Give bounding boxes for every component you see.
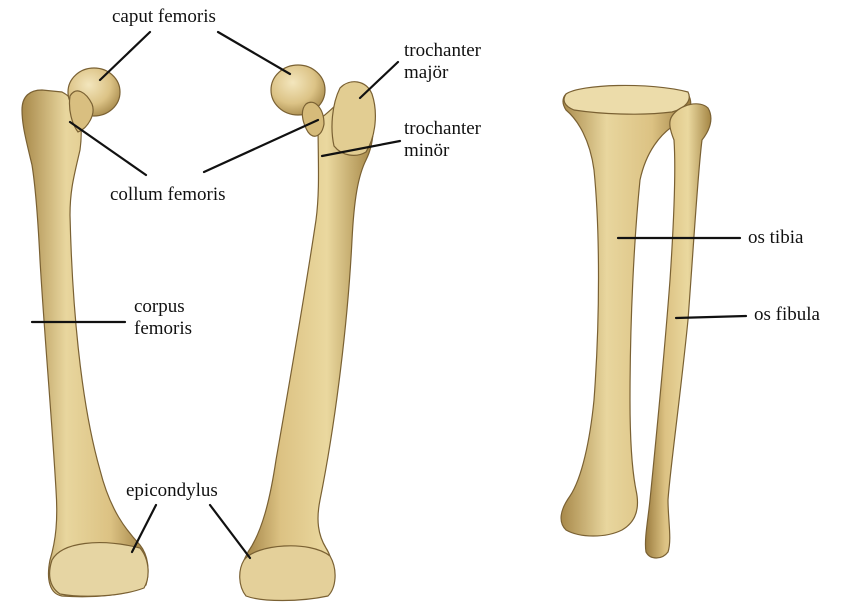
right-femur-neck <box>302 102 324 136</box>
label-trochanter-minor-line2: minör <box>404 140 481 162</box>
label-corpus-femoris-line1: corpus <box>134 296 192 318</box>
leader-epicondylus-left <box>132 505 156 552</box>
right-femur-shaft <box>241 88 373 598</box>
leader-collum-left <box>70 122 146 175</box>
label-trochanter-major-line2: majör <box>404 62 481 84</box>
leader-caput-left <box>100 32 150 80</box>
label-caput-femoris: caput femoris <box>112 6 216 28</box>
label-trochanter-major-line1: trochanter <box>404 40 481 62</box>
label-trochanter-major: trochanter majör <box>404 40 481 84</box>
leader-epicondylus-right <box>210 505 250 558</box>
leader-caput-right <box>218 32 290 74</box>
right-femur-condyles <box>240 546 335 601</box>
label-trochanter-minor: trochanter minör <box>404 118 481 162</box>
leader-collum-right <box>204 120 318 172</box>
right-femur-greater-trochanter <box>332 82 375 156</box>
label-os-fibula: os fibula <box>754 304 820 326</box>
label-collum-femoris: collum femoris <box>110 184 226 206</box>
tibia-plateau <box>564 85 689 114</box>
label-corpus-femoris: corpus femoris <box>134 296 192 340</box>
leader-trochanter-major <box>360 62 398 98</box>
fibula-shaft <box>645 104 710 558</box>
label-epicondylus: epicondylus <box>126 480 218 502</box>
fibula <box>645 104 710 558</box>
label-trochanter-minor-line1: trochanter <box>404 118 481 140</box>
label-corpus-femoris-line2: femoris <box>134 318 192 340</box>
left-femur <box>22 68 148 597</box>
label-os-tibia: os tibia <box>748 227 803 249</box>
left-femur-shaft <box>22 90 148 597</box>
